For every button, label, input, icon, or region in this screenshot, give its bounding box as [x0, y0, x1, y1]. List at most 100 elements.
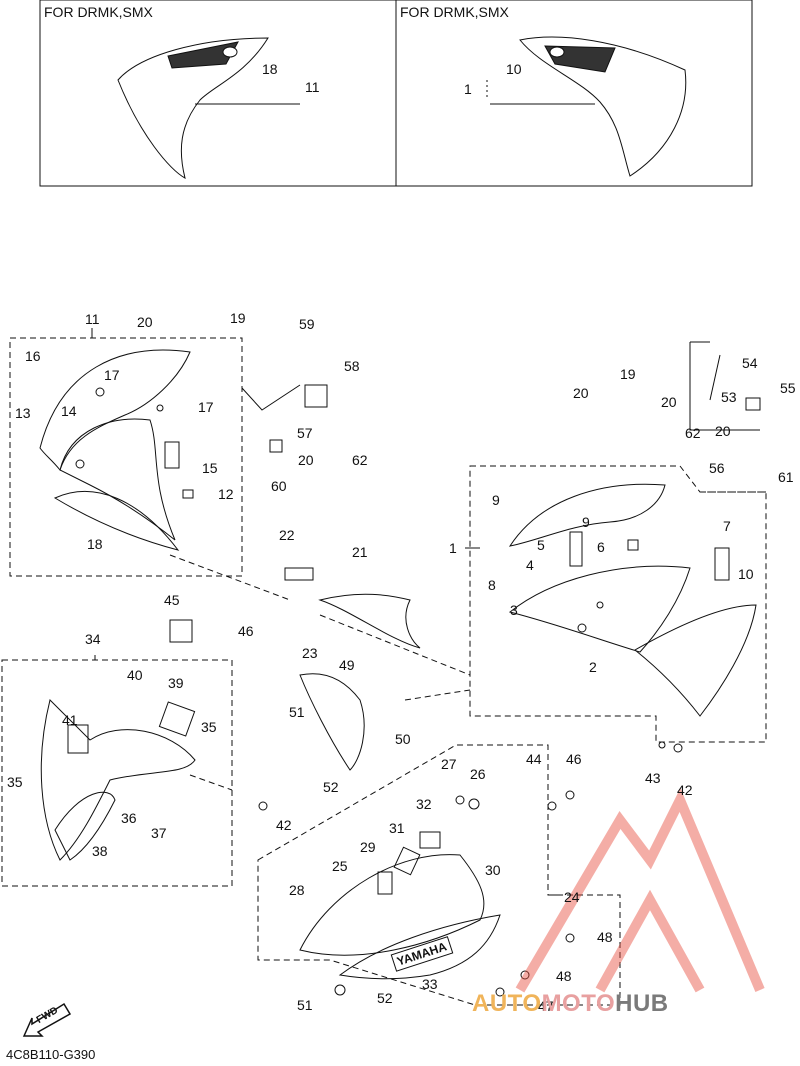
callout-label: 10	[506, 61, 522, 77]
callout-label: 51	[289, 704, 305, 720]
callout-label: 11	[85, 311, 100, 327]
callout-label: 52	[377, 990, 393, 1006]
callout-label: 46	[566, 751, 582, 767]
callout-label: 15	[202, 460, 218, 476]
callout-label: 51	[297, 997, 313, 1013]
callout-label: 20	[715, 423, 731, 439]
watermark-part-1: AUTO	[472, 990, 542, 1017]
callout-label: 19	[230, 310, 246, 326]
callout-label: 19	[620, 366, 636, 382]
callout-label: 14	[61, 403, 77, 419]
callout-label: 41	[62, 712, 78, 728]
watermark-text: AUTOMOTOHUB	[472, 990, 669, 1018]
callout-label: 42	[276, 817, 292, 833]
callout-label: 17	[104, 367, 120, 383]
callout-label: 9	[492, 492, 500, 508]
part-24-belly-pan	[299, 831, 501, 980]
callout-label: 25	[332, 858, 348, 874]
callout-label: 49	[339, 657, 355, 673]
group-1-frame	[469, 465, 767, 743]
callout-label: 4	[526, 557, 534, 573]
callout-label: 20	[298, 452, 314, 468]
callout-label: 61	[778, 469, 794, 485]
callout-label: 1	[464, 81, 472, 97]
callout-label: 12	[218, 486, 234, 502]
group-34-frame	[1, 659, 233, 887]
callout-label: 11	[305, 79, 320, 95]
watermark-logo	[515, 788, 765, 993]
part-11-cowling	[39, 349, 194, 551]
group-24-frame	[257, 744, 621, 1006]
fasteners	[169, 354, 761, 997]
callout-label: 62	[685, 425, 701, 441]
callout-label: 24	[564, 889, 580, 905]
callout-label: 35	[7, 774, 23, 790]
callout-label: 17	[198, 399, 214, 415]
callout-label: 20	[573, 385, 589, 401]
callout-label: 47	[538, 998, 554, 1014]
group-11-frame	[9, 337, 243, 577]
callout-label: 8	[488, 577, 496, 593]
callout-label: 6	[597, 539, 605, 555]
callout-label: 36	[121, 810, 137, 826]
callout-lines	[91, 328, 760, 896]
callout-label: 29	[360, 839, 376, 855]
callout-label: 10	[738, 566, 754, 582]
watermark-part-3: HUB	[615, 990, 669, 1017]
callout-label: 56	[709, 460, 725, 476]
callout-label: 13	[15, 405, 31, 421]
watermark-part-2: MOTO	[541, 990, 616, 1017]
callout-label: 1	[449, 540, 457, 556]
callout-label: 52	[323, 779, 339, 795]
callout-label: 20	[661, 394, 677, 410]
callout-label: 26	[470, 766, 486, 782]
part-1-cowling	[508, 483, 757, 717]
part-34-lower-cowl	[40, 699, 196, 861]
callout-label: 50	[395, 731, 411, 747]
callout-label: 60	[271, 478, 287, 494]
callout-label: 9	[582, 514, 590, 530]
callout-label: 2	[589, 659, 597, 675]
callout-label: 35	[201, 719, 217, 735]
inset-right-caption: FOR DRMK,SMX	[400, 4, 509, 20]
callout-label: 44	[526, 751, 542, 767]
callout-label: 46	[238, 623, 254, 639]
callout-label: 53	[721, 389, 737, 405]
figure-code: 4C8B110-G390	[6, 1047, 96, 1062]
inset-left-caption: FOR DRMK,SMX	[44, 4, 153, 20]
callout-label: 20	[137, 314, 153, 330]
callout-label: 33	[422, 976, 438, 992]
callout-label: 30	[485, 862, 501, 878]
callout-label: 31	[389, 820, 405, 836]
inset-left-cowling	[117, 37, 300, 179]
callout-label: 18	[262, 61, 278, 77]
callout-label: 43	[645, 770, 661, 786]
callout-label: 42	[677, 782, 693, 798]
callout-label: 48	[597, 929, 613, 945]
callout-label: 37	[151, 825, 167, 841]
callout-label: 32	[416, 796, 432, 812]
callout-label: 39	[168, 675, 184, 691]
callout-label: 3	[510, 602, 518, 618]
callout-label: 16	[25, 348, 41, 364]
callout-label: 7	[723, 518, 731, 534]
callout-label: 58	[344, 358, 360, 374]
callout-label: 27	[441, 756, 457, 772]
callout-label: 34	[85, 631, 101, 647]
callout-label: 57	[297, 425, 313, 441]
callout-label: 45	[164, 592, 180, 608]
inset-right-cowling	[486, 36, 687, 177]
callout-label: 48	[556, 968, 572, 984]
callout-label: 54	[742, 355, 758, 371]
callout-label: 62	[352, 452, 368, 468]
fwd-arrow-icon	[22, 998, 72, 1043]
callout-label: 55	[780, 380, 796, 396]
callout-label: 21	[352, 544, 368, 560]
callout-label: 38	[92, 843, 108, 859]
leader-lines	[169, 491, 766, 791]
callout-label: 18	[87, 536, 103, 552]
callout-label: 23	[302, 645, 318, 661]
callout-label: 5	[537, 537, 545, 553]
